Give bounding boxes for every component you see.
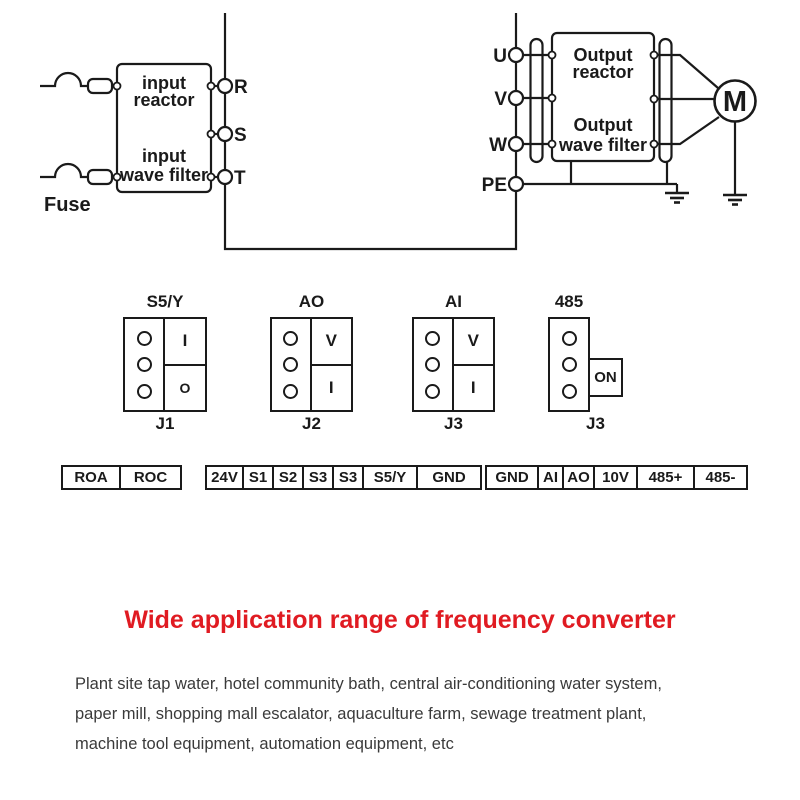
jumper-pin [561, 330, 577, 346]
terminal-cell: 485+ [638, 467, 695, 488]
jumper-pin [283, 357, 299, 372]
rst-terminals: R S T [216, 77, 248, 189]
terminal-cell: S3 [304, 467, 334, 488]
input-box-pins [112, 81, 216, 182]
jumper-label: J3 [444, 414, 463, 433]
application-body: Plant site tap water, hotel community ba… [75, 669, 765, 759]
jumper-pin [283, 383, 299, 399]
svg-text:wave filter: wave filter [558, 135, 647, 155]
jumper-title: AO [298, 292, 325, 311]
svg-text:input: input [142, 146, 186, 166]
jumper-pin [425, 330, 441, 346]
terminal-cell: ROA [63, 467, 121, 488]
jumper-box [548, 317, 590, 412]
wiring-diagram: input reactor input wave filter R S T [40, 13, 757, 251]
jumper-pin [561, 357, 577, 372]
jumper-option: O [179, 379, 191, 396]
jumper-block-485: 485 ON J3 [548, 292, 623, 434]
jumper-pin [136, 357, 152, 372]
svg-text:V: V [494, 89, 507, 110]
jumper-pin-column [550, 319, 588, 410]
svg-text:S: S [234, 125, 247, 146]
svg-text:M: M [723, 86, 747, 118]
jumper-option: V [453, 319, 493, 366]
jumper-option: I [165, 319, 205, 366]
input-box-label: input reactor input wave filter [119, 73, 208, 185]
terminal-cell: S3 [334, 467, 364, 488]
ground-symbol [723, 193, 747, 206]
jumper-box: V I [270, 317, 353, 412]
terminal-cell: AO [564, 467, 595, 488]
application-body-line: Plant site tap water, hotel community ba… [75, 675, 662, 693]
jumper-title: AI [445, 292, 462, 311]
jumper-option: I [470, 377, 476, 397]
control-terminal-group: 24V S1 S2 S3 S3 S5/Y GND [205, 465, 482, 490]
dip-switch-on-tab: ON [588, 358, 623, 397]
input-reactor-box [115, 62, 213, 194]
jumper-pin [425, 357, 441, 372]
fuse-symbol [86, 77, 114, 95]
svg-text:PE: PE [482, 175, 507, 196]
fuse-label: Fuse [44, 194, 91, 216]
svg-text:Output: Output [574, 45, 633, 65]
cable-shield-bar [658, 37, 673, 164]
jumper-option: V [311, 319, 351, 366]
svg-text:reactor: reactor [133, 90, 194, 110]
jumper-pin [136, 383, 152, 399]
ground-symbol [665, 184, 689, 204]
svg-text:input: input [142, 73, 186, 93]
jumper-block-s5y: S5/Y I O J1 [123, 292, 207, 434]
analog-terminal-group: GND AI AO 10V 485+ 485- [485, 465, 748, 490]
jumper-box: I O [123, 317, 207, 412]
svg-text:wave filter: wave filter [119, 165, 208, 185]
svg-text:Output: Output [574, 115, 633, 135]
jumper-title: 485 [554, 292, 584, 311]
jumper-pin [561, 383, 577, 399]
application-body-line: machine tool equipment, automation equip… [75, 735, 454, 753]
jumper-pin-column [272, 319, 312, 410]
jumper-pin [136, 330, 152, 346]
output-phase-wires [523, 53, 720, 186]
motor-symbol: M [713, 79, 757, 195]
jumper-pin-column [414, 319, 454, 410]
svg-text:R: R [234, 77, 248, 98]
application-heading: Wide application range of frequency conv… [124, 606, 676, 634]
terminal-cell: 10V [595, 467, 638, 488]
uvwpe-terminals: U V W PE [482, 46, 525, 196]
output-box-label: Output reactor Output wave filter [558, 45, 647, 155]
jumper-title: S5/Y [146, 292, 184, 311]
terminal-cell: 485- [705, 469, 736, 486]
svg-text:U: U [493, 46, 507, 67]
jumper-option: I [328, 377, 334, 397]
terminal-cell: S5/Y [364, 467, 418, 488]
jumper-pin [425, 383, 441, 399]
terminal-cell: 24V [207, 467, 244, 488]
terminal-cell: AI [539, 467, 564, 488]
terminal-cell: S1 [244, 467, 274, 488]
fuse-symbol [86, 168, 114, 186]
svg-text:reactor: reactor [572, 62, 633, 82]
application-body-line: paper mill, shopping mall escalator, aqu… [75, 705, 647, 723]
terminal-cell: GND [487, 467, 539, 488]
dc-bus-lines [223, 13, 518, 251]
relay-terminal-group: ROA ROC [61, 465, 182, 490]
jumper-option-column: V I [453, 319, 493, 410]
jumper-option-column: V I [311, 319, 351, 410]
jumper-label: J1 [155, 414, 175, 433]
jumper-pin [283, 330, 299, 346]
jumper-box: V I [412, 317, 495, 412]
jumper-pin-column [125, 319, 165, 410]
output-box-pins [547, 50, 659, 149]
svg-text:W: W [489, 135, 507, 156]
jumper-label: J2 [302, 414, 321, 433]
terminal-cell: S2 [274, 467, 304, 488]
terminal-cell: ROC [133, 469, 168, 486]
jumper-block-ao: AO V I J2 [270, 292, 353, 434]
terminal-cell: GND [432, 469, 466, 486]
jumper-option-column: I O [165, 319, 205, 410]
jumper-label: J3 [586, 414, 605, 433]
cable-shield-bar [529, 37, 544, 164]
svg-text:T: T [234, 168, 246, 189]
jumper-block-ai: AI V I J3 [412, 292, 495, 434]
